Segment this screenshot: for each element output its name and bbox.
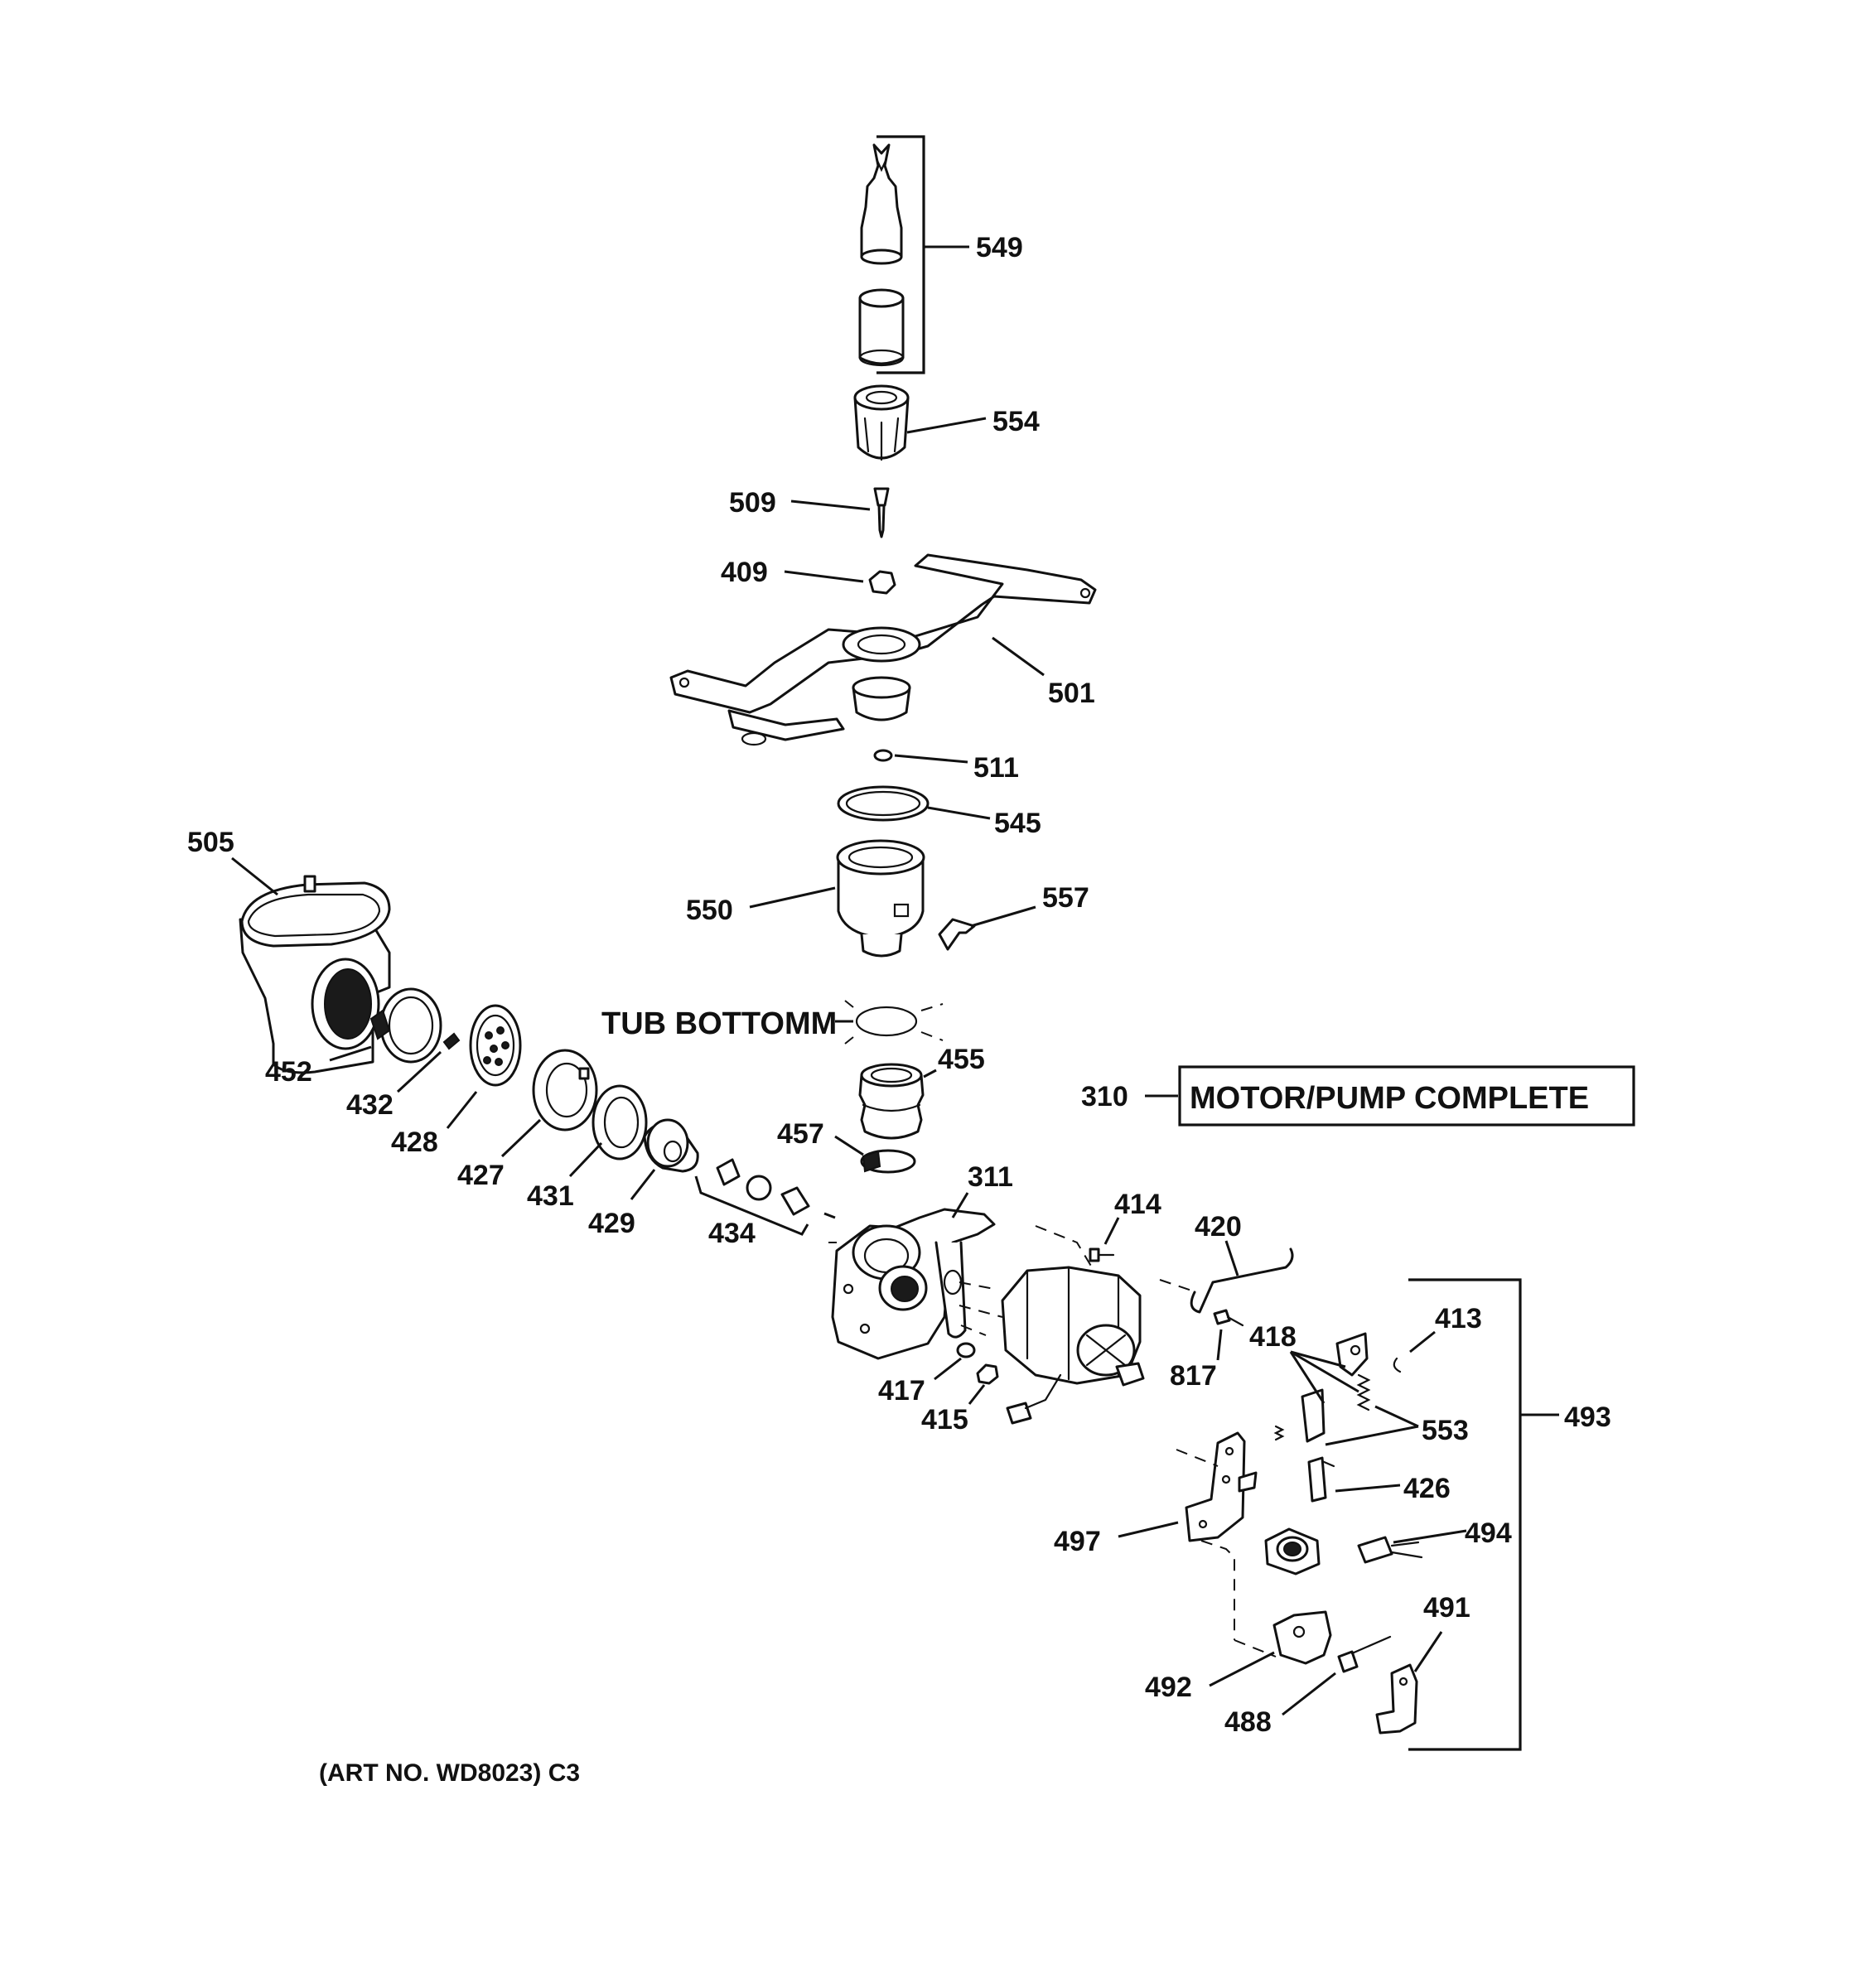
callout-457: 457 <box>777 1118 824 1150</box>
callout-550: 550 <box>686 895 733 926</box>
callout-553: 553 <box>1422 1415 1469 1446</box>
callout-509: 509 <box>729 487 776 519</box>
part-426-pin <box>1307 1456 1335 1503</box>
callout-554: 554 <box>992 406 1040 437</box>
part-553-spring <box>1273 1373 1371 1443</box>
callout-429: 429 <box>588 1208 635 1239</box>
part-554-filter-cup <box>853 384 910 461</box>
callout-414: 414 <box>1114 1189 1161 1220</box>
part-409-nut <box>868 570 896 595</box>
part-427-ring <box>532 1049 598 1132</box>
callout-492: 492 <box>1145 1672 1192 1703</box>
part-455-bellows <box>858 1063 925 1140</box>
callout-413: 413 <box>1435 1303 1482 1334</box>
callout-434: 434 <box>708 1218 756 1249</box>
callout-493: 493 <box>1564 1402 1611 1433</box>
callout-409: 409 <box>721 557 768 588</box>
part-452-clamp <box>369 987 442 1064</box>
part-417-washer <box>956 1342 976 1358</box>
callout-310: 310 <box>1081 1081 1128 1112</box>
part-501-spray-arm <box>669 553 1097 746</box>
callout-488: 488 <box>1224 1706 1272 1738</box>
callout-455: 455 <box>938 1044 985 1075</box>
callout-415: 415 <box>921 1404 968 1436</box>
part-434-seal-set <box>716 1158 810 1216</box>
part-431-retainer <box>592 1084 648 1160</box>
callout-545: 545 <box>994 808 1041 839</box>
callout-505: 505 <box>187 827 234 858</box>
callout-427: 427 <box>457 1160 505 1191</box>
callout-497: 497 <box>1054 1526 1101 1557</box>
part-492-switch-housing <box>1272 1610 1332 1665</box>
callout-311: 311 <box>968 1161 1013 1193</box>
part-428-chopper <box>469 1004 522 1087</box>
part-550-housing <box>836 839 925 958</box>
tub-bottom-opening <box>855 1006 918 1037</box>
callout-418: 418 <box>1249 1321 1297 1353</box>
part-488-microswitch <box>1337 1635 1392 1673</box>
motor-pump-complete-box <box>1178 1065 1635 1127</box>
callout-420: 420 <box>1195 1211 1242 1242</box>
part-415-nut <box>976 1363 999 1385</box>
part-311-pump-body <box>831 1208 996 1360</box>
callout-426: 426 <box>1403 1473 1451 1504</box>
part-418-lever <box>1335 1332 1369 1377</box>
callout-417: 417 <box>878 1375 925 1407</box>
part-motor <box>1001 1266 1145 1425</box>
part-505-sump <box>239 875 391 1074</box>
part-494-harness <box>1357 1536 1423 1564</box>
callout-431: 431 <box>527 1180 574 1212</box>
callout-557: 557 <box>1042 882 1089 914</box>
part-497-bracket <box>1185 1431 1258 1542</box>
part-511-washer <box>873 749 893 762</box>
motor-pump-complete-label: MOTOR/PUMP COMPLETE <box>1190 1081 1589 1116</box>
part-solenoid <box>1264 1527 1321 1575</box>
part-549-spray-tower <box>858 143 905 367</box>
part-545-ring <box>837 785 930 822</box>
callout-452: 452 <box>265 1056 312 1088</box>
part-414-screw <box>1089 1247 1115 1262</box>
callout-549: 549 <box>976 232 1023 263</box>
tub-bottom-label: TUB BOTTOMM <box>601 1006 837 1041</box>
part-509-screw <box>873 487 890 538</box>
callout-501: 501 <box>1048 678 1095 709</box>
callout-494: 494 <box>1465 1518 1512 1549</box>
part-432-pin <box>442 1032 461 1050</box>
part-413-clip <box>1393 1357 1402 1373</box>
part-429-impeller <box>643 1118 699 1173</box>
art-number-note: (ART NO. WD8023) C3 <box>319 1759 580 1787</box>
part-457-clamp <box>860 1149 916 1174</box>
part-491-bracket <box>1375 1663 1418 1735</box>
callout-817: 817 <box>1170 1360 1217 1392</box>
callout-491: 491 <box>1423 1592 1470 1624</box>
part-557-clip <box>938 918 976 951</box>
callout-432: 432 <box>346 1089 394 1121</box>
callout-428: 428 <box>391 1127 438 1158</box>
part-817-screw <box>1213 1309 1244 1327</box>
part-420-rod <box>1190 1247 1294 1314</box>
callout-511: 511 <box>973 752 1019 784</box>
